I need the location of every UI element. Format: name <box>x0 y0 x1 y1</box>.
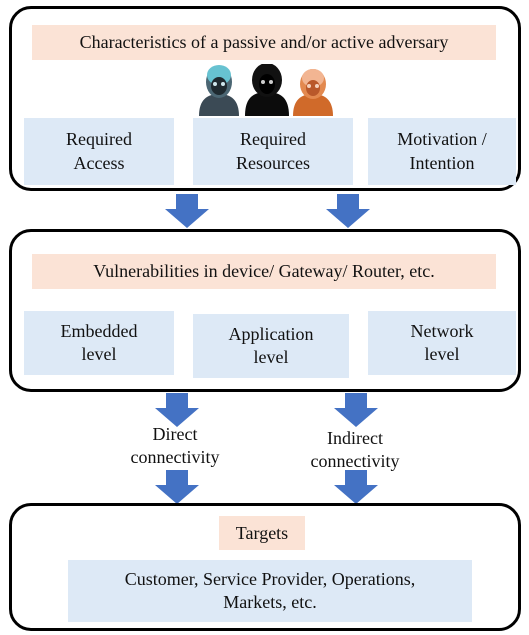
arrow-down-icon <box>326 194 370 228</box>
direct-connectivity-label: Direct connectivity <box>110 423 240 470</box>
arrow-down-icon <box>155 470 199 504</box>
adversary-header: Characteristics of a passive and/or acti… <box>32 25 496 60</box>
arrow-down-icon <box>334 393 378 427</box>
motivation-intention-line-1: Motivation / <box>397 129 487 150</box>
direct-connectivity-line-1: Direct <box>152 424 198 444</box>
required-resources-line-1: Required <box>240 129 306 150</box>
application-level-line-2: level <box>253 347 289 367</box>
required-resources-box: Required Resources <box>193 118 353 185</box>
hooded-figure-orange-icon <box>293 69 333 116</box>
targets-list-box: Customer, Service Provider, Operations, … <box>68 560 472 622</box>
network-level-line-1: Network <box>410 320 474 341</box>
network-level-box: Network level <box>368 311 516 375</box>
indirect-connectivity-line-2: connectivity <box>310 451 400 472</box>
hooded-figure-black-icon <box>245 64 289 116</box>
required-resources-line-2: Resources <box>236 152 310 173</box>
indirect-connectivity-label: Indirect connectivity <box>290 427 420 474</box>
required-access-box: Required Access <box>24 118 174 185</box>
embedded-level-box: Embedded level <box>24 311 174 375</box>
embedded-level-line-1: Embedded <box>60 320 138 341</box>
indirect-connectivity-line-1: Indirect <box>327 428 383 448</box>
application-level-line-1: Application <box>228 323 314 344</box>
arrow-down-icon <box>165 194 209 228</box>
application-level-box: Application level <box>193 314 349 378</box>
embedded-level-line-2: level <box>81 344 117 364</box>
required-access-line-1: Required <box>66 129 132 150</box>
motivation-intention-box: Motivation / Intention <box>368 118 516 185</box>
network-level-line-2: level <box>424 344 460 364</box>
required-access-line-2: Access <box>73 152 125 173</box>
arrow-down-icon <box>155 393 199 427</box>
adversary-figures <box>199 64 333 116</box>
targets-header: Targets <box>219 516 305 550</box>
arrow-down-icon <box>334 470 378 504</box>
motivation-intention-line-2: Intention <box>409 152 475 173</box>
hooded-figure-teal-icon <box>199 65 239 116</box>
targets-list-line-2: Markets, etc. <box>223 592 317 612</box>
direct-connectivity-line-2: connectivity <box>130 447 220 468</box>
targets-list-line-1: Customer, Service Provider, Operations, <box>124 568 416 589</box>
vulnerabilities-header: Vulnerabilities in device/ Gateway/ Rout… <box>32 254 496 289</box>
